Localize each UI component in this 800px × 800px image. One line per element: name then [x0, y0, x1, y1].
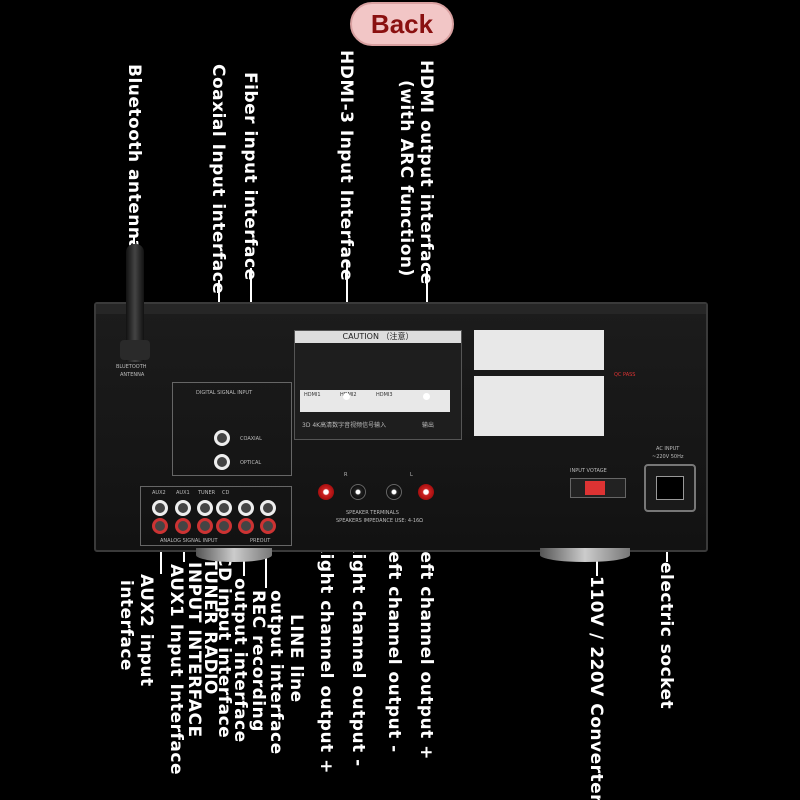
preout-left-jack[interactable]	[260, 500, 276, 516]
callout-line	[133, 236, 135, 250]
back-button[interactable]: Back	[350, 2, 454, 46]
callout-rec: REC recording	[248, 590, 268, 732]
hdmi-caption: 3D 4K高清数字音视频信号输入	[302, 422, 387, 429]
voltage-switch[interactable]	[570, 478, 626, 498]
callout-dot	[423, 393, 430, 400]
aux2-right-jack[interactable]	[152, 518, 168, 534]
aux2-left-jack[interactable]	[152, 500, 168, 516]
callout-input-interface: INPUT INTERFACE	[184, 562, 204, 738]
callout-hdmi3: HDMI-3 Input Interface	[336, 50, 356, 282]
ac-input-label: AC INPUT	[656, 446, 680, 452]
coaxial-label: COAXIAL	[240, 436, 262, 442]
analog-input-box	[140, 486, 292, 546]
hdmi3-label: HDMI3	[376, 392, 393, 398]
rec-left-jack[interactable]	[238, 500, 254, 516]
callout-bluetooth-antenna: Bluetooth antenna	[124, 64, 144, 252]
tuner-left-jack[interactable]	[197, 500, 213, 516]
ac-rating-label: ~220V 50Hz	[652, 454, 684, 460]
callout-line-out-1: output interface	[266, 590, 286, 755]
antenna-label: ANTENNA	[120, 372, 145, 378]
callout-socket: electric socket	[656, 562, 676, 710]
spec-label	[474, 376, 604, 436]
callout-hdmi-out-2: (with ARC function)	[396, 80, 416, 277]
cd-left-jack[interactable]	[216, 500, 232, 516]
callout-aux2-1: AUX2 input	[136, 574, 156, 687]
power-socket-inner	[656, 476, 684, 500]
chassis-foot-left	[196, 548, 272, 562]
left-negative-post[interactable]	[386, 484, 402, 500]
preout-label: PREOUT	[250, 538, 271, 544]
callout-dot	[343, 393, 350, 400]
callout-converter: 110V / 220V Converter	[586, 576, 606, 800]
callout-line-out-2: LINE line	[286, 614, 306, 703]
callout-cd: CD input interface	[214, 554, 234, 739]
right-positive-post[interactable]	[318, 484, 334, 500]
caution-title: CAUTION （注意）	[295, 331, 461, 343]
callout-hdmi-out-1: HDMI output interface	[416, 60, 436, 285]
aux1-left-jack[interactable]	[175, 500, 191, 516]
analog-signal-input-label: ANALOG SIGNAL INPUT	[160, 538, 218, 544]
chassis-top-strip	[96, 304, 706, 314]
aux2-label: AUX2	[152, 490, 166, 496]
antenna-icon	[126, 244, 144, 362]
callout-left-plus: Left channel output +	[416, 540, 436, 760]
warning-label	[474, 330, 604, 370]
l-label: L	[410, 472, 413, 478]
bluetooth-label: BLUETOOTH	[116, 364, 147, 370]
tuner-right-jack[interactable]	[197, 518, 213, 534]
aux1-right-jack[interactable]	[175, 518, 191, 534]
r-label: R	[344, 472, 348, 478]
preout-right-jack[interactable]	[260, 518, 276, 534]
hdmi-out-caption: 输出	[422, 422, 435, 429]
callout-coaxial: Coaxial Input interface	[208, 64, 228, 295]
optical-jack[interactable]	[214, 454, 230, 470]
callout-right-minus: Right channel output -	[348, 540, 368, 767]
digital-signal-input-label: DIGITAL SIGNAL INPUT	[196, 390, 253, 396]
callout-output-interface: output interface	[230, 578, 250, 743]
right-negative-post[interactable]	[350, 484, 366, 500]
callout-right-plus: Right channel output +	[316, 540, 336, 774]
cd-right-jack[interactable]	[216, 518, 232, 534]
callout-fiber: Fiber input interface	[240, 72, 260, 281]
input-voltage-label: INPUT VOTAGE	[570, 468, 607, 474]
left-positive-post[interactable]	[418, 484, 434, 500]
caution-hdmi-panel: CAUTION （注意）	[294, 330, 462, 440]
chassis-foot-right	[540, 548, 630, 562]
hdmi1-label: HDMI1	[304, 392, 321, 398]
callout-left-minus: Left channel output -	[384, 540, 404, 753]
digital-input-box	[172, 382, 292, 476]
callout-aux1: AUX1 Input Interface	[166, 564, 186, 775]
aux1-label: AUX1	[176, 490, 190, 496]
coaxial-jack[interactable]	[214, 430, 230, 446]
callout-aux2-2: interface	[116, 580, 136, 671]
hdmi-port-strip	[300, 390, 450, 412]
callout-tuner: TUNER RADIO	[200, 558, 220, 695]
power-socket[interactable]	[644, 464, 696, 512]
rec-right-jack[interactable]	[238, 518, 254, 534]
tuner-label: TUNER	[198, 490, 216, 496]
qc-pass-badge: QC PASS	[614, 372, 636, 378]
speaker-terminals-label: SPEAKER TERMINALS	[346, 510, 399, 516]
antenna-base	[120, 340, 150, 360]
cd-label: CD	[222, 490, 230, 496]
optical-label: OPTICAL	[240, 460, 262, 466]
speakers-impedance-label: SPEAKERS IMPEDANCE USE: 4-16Ω	[336, 518, 424, 524]
voltage-switch-knob[interactable]	[585, 481, 605, 495]
